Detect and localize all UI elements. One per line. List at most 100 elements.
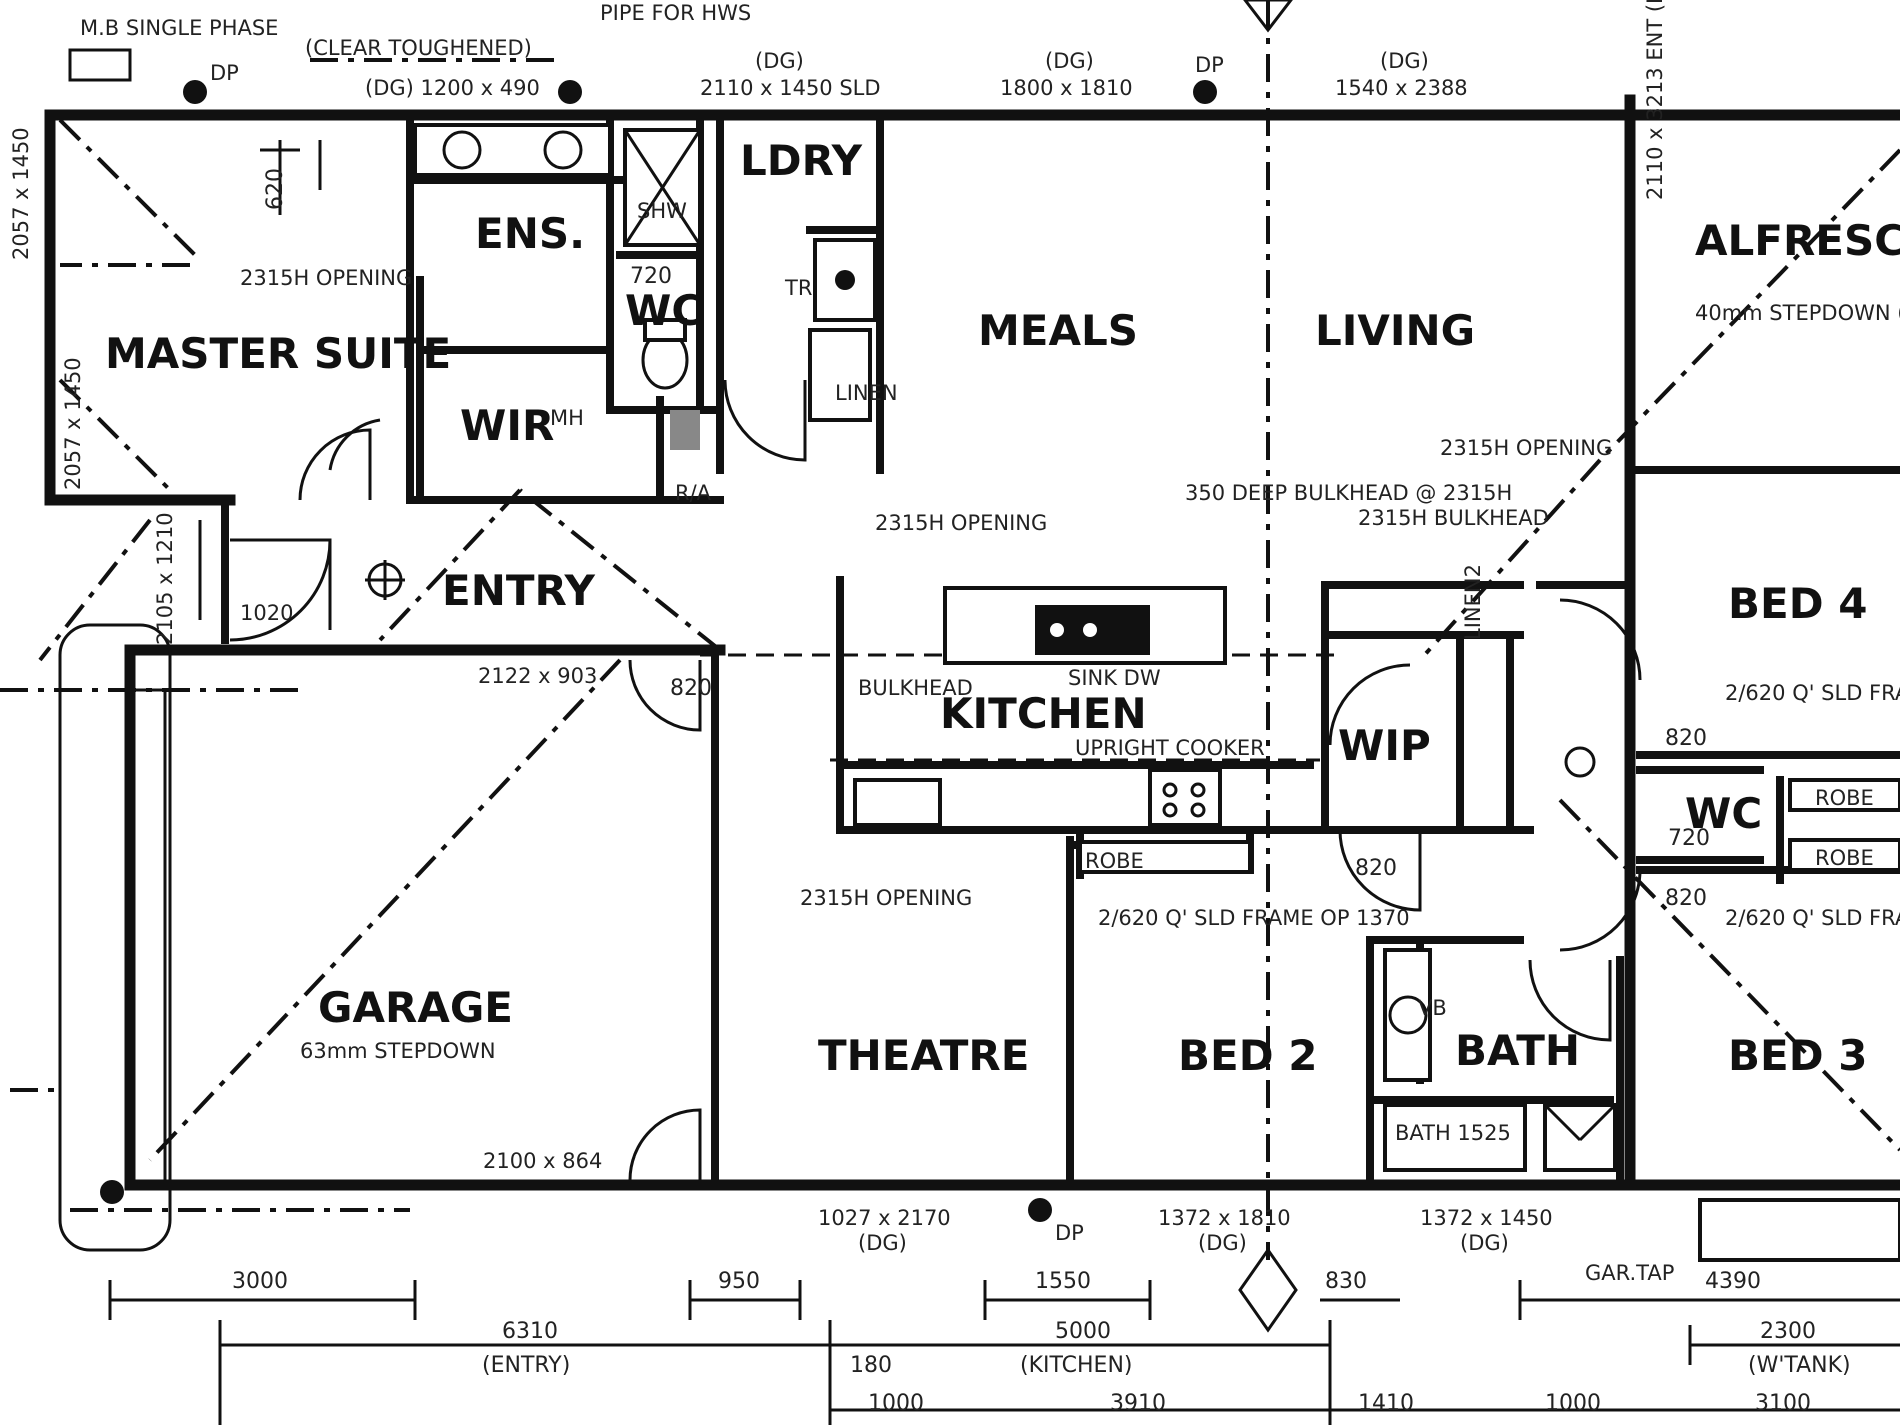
note-pipe-hws: PIPE FOR HWS <box>600 1 751 25</box>
grid-markers <box>365 0 1596 1333</box>
note-window-meals: 2110 x 1450 SLD <box>700 76 881 100</box>
note-robe-bed4: ROBE <box>1815 786 1874 810</box>
dim-2300: 2300 <box>1760 1319 1816 1344</box>
note-dp-bottom: DP <box>1055 1221 1084 1245</box>
note-linen: LINEN <box>835 381 898 405</box>
note-bed3-slider: 2/620 Q' SLD FRAME OP 1270 <box>1725 906 1900 930</box>
note-opening-theatre: 2315H OPENING <box>800 886 972 910</box>
note-door-1020: 1020 <box>240 601 293 625</box>
room-label-master-suite: MASTER SUITE <box>105 329 451 378</box>
dim-kitchen-label: (KITCHEN) <box>1020 1353 1133 1378</box>
note-bath-1525: BATH 1525 <box>1395 1121 1511 1145</box>
note-window-side: 2057 x 1450 <box>9 127 33 260</box>
note-window-bath: 1372 x 1450 <box>1420 1206 1553 1230</box>
dim-5000: 5000 <box>1055 1319 1111 1344</box>
dim-1550: 1550 <box>1035 1269 1091 1294</box>
room-label-alfresco: ALFRESCO <box>1695 216 1900 265</box>
room-label-bed2: BED 2 <box>1178 1031 1317 1080</box>
note-dp-top-right: DP <box>1195 53 1224 77</box>
note-ra: R/A <box>675 481 712 505</box>
note-window-theatre: 1027 x 2170 <box>818 1206 951 1230</box>
door-swings <box>229 379 1642 1181</box>
note-garage-door-2122: 2122 x 903 <box>478 664 597 688</box>
note-window-bed2-dg: (DG) <box>1198 1231 1247 1255</box>
dim-door-820-d: 820 <box>1665 886 1707 911</box>
room-label-entry: ENTRY <box>442 566 596 615</box>
note-robe-bed2: ROBE <box>1085 849 1144 873</box>
dim-entry-label: (ENTRY) <box>482 1353 570 1378</box>
note-robe-bed3: ROBE <box>1815 846 1874 870</box>
note-garage-stepdown: 63mm STEPDOWN <box>300 1039 496 1063</box>
note-vb: VB <box>1418 996 1447 1020</box>
note-bulkhead-350: 350 DEEP BULKHEAD @ 2315H <box>1185 481 1512 505</box>
robe-sliders <box>853 766 1900 874</box>
room-label-bed3: BED 3 <box>1728 1031 1867 1080</box>
dim-4390: 4390 <box>1705 1269 1761 1294</box>
bath-fixtures <box>1383 948 1900 1262</box>
note-opening-master: 2315H OPENING <box>240 266 412 290</box>
note-sink-dw: SINK DW <box>1068 666 1161 690</box>
note-linen2: LINEN2 <box>1461 564 1485 640</box>
note-window-living2-dg: (DG) <box>1380 49 1429 73</box>
note-opening-living: 2315H OPENING <box>1440 436 1612 460</box>
dim-door-820-a: 820 <box>670 676 712 701</box>
room-label-living: LIVING <box>1315 306 1475 355</box>
note-upright-cooker: UPRIGHT COOKER <box>1075 736 1265 760</box>
note-window-theatre-dg: (DG) <box>858 1231 907 1255</box>
room-label-bath: BATH <box>1455 1026 1580 1075</box>
note-window-living-dg: (DG) <box>1045 49 1094 73</box>
note-mb-phase: M.B SINGLE PHASE <box>80 16 278 40</box>
room-label-ens: ENS. <box>475 209 585 258</box>
dim-180: 180 <box>850 1353 892 1378</box>
room-label-kitchen: KITCHEN <box>940 689 1147 738</box>
dim-door-620: 620 <box>263 168 288 210</box>
note-alfresco-window: 2110 x 3213 ENT (DG) <box>1643 0 1667 200</box>
room-label-wir: WIR <box>460 401 554 450</box>
note-wir-mh: MH <box>550 406 584 430</box>
room-label-meals: MEALS <box>978 306 1138 355</box>
note-entry-2105: 2105 x 1210 <box>153 512 177 645</box>
note-garage-door-2100: 2100 x 864 <box>483 1149 602 1173</box>
room-diagonals <box>38 118 1900 1162</box>
note-window-bath-dg: (DG) <box>1460 1231 1509 1255</box>
dim-950: 950 <box>718 1269 760 1294</box>
room-label-theatre: THEATRE <box>818 1031 1029 1080</box>
note-gar-tap: GAR.TAP <box>1585 1261 1674 1285</box>
dimension-lines <box>108 140 1900 1425</box>
note-window-living2: 1540 x 2388 <box>1335 76 1468 100</box>
room-label-wip: WIP <box>1338 721 1431 770</box>
room-label-ldry: LDRY <box>740 136 863 185</box>
note-window-side-b: 2057 x 1450 <box>61 357 85 490</box>
note-alfresco-stepdown: 40mm STEPDOWN (CONC) <box>1695 301 1900 325</box>
note-shw: SHW <box>637 199 687 223</box>
dim-830: 830 <box>1325 1269 1367 1294</box>
dim-3910: 3910 <box>1110 1391 1166 1416</box>
ensuite-fixtures <box>413 123 877 450</box>
note-clear-toughened: (CLEAR TOUGHENED) <box>305 36 532 60</box>
dim-1410: 1410 <box>1358 1391 1414 1416</box>
note-bulkhead: BULKHEAD <box>858 676 973 700</box>
dim-door-820-b: 820 <box>1355 856 1397 881</box>
dim-1000b: 1000 <box>1545 1391 1601 1416</box>
dim-3000: 3000 <box>232 1269 288 1294</box>
room-label-wc2: WC <box>1685 789 1762 838</box>
note-window-meals-dg: (DG) <box>755 49 804 73</box>
note-opening-kitchen: 2315H OPENING <box>875 511 1047 535</box>
note-bed4-slider: 2/620 Q' SLD FRAME OP 1270 <box>1725 681 1900 705</box>
garage-side-bays <box>58 48 1217 1252</box>
dim-3100: 3100 <box>1755 1391 1811 1416</box>
note-tr: TR <box>784 276 812 300</box>
note-window-ens: (DG) 1200 x 490 <box>365 76 540 100</box>
note-bulkhead-2315: 2315H BULKHEAD <box>1358 506 1549 530</box>
dim-1000: 1000 <box>868 1391 924 1416</box>
kitchen-island <box>943 586 1227 827</box>
room-label-garage: GARAGE <box>318 983 513 1032</box>
note-window-living: 1800 x 1810 <box>1000 76 1133 100</box>
room-label-bed4: BED 4 <box>1728 579 1867 628</box>
dim-door-720-a: 720 <box>630 264 672 289</box>
dim-door-820-c: 820 <box>1665 726 1707 751</box>
note-dp-top-left: DP <box>210 61 239 85</box>
note-window-bed2: 1372 x 1810 <box>1158 1206 1291 1230</box>
